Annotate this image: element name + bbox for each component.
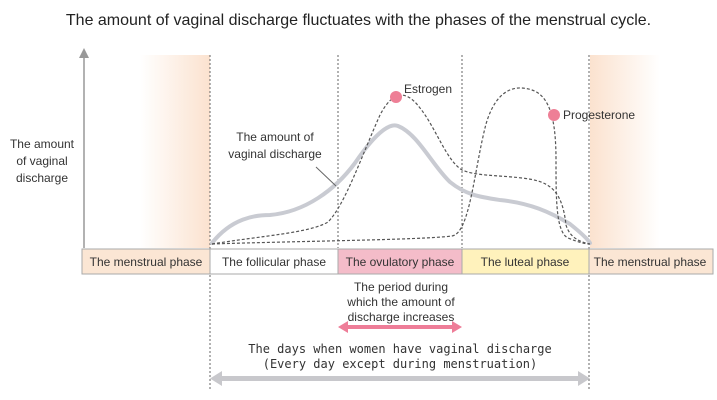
ovulatory-period-arrow [338,321,462,333]
diagram-title: The amount of vaginal discharge fluctuat… [65,12,652,29]
estrogen-label: Estrogen [404,82,453,96]
curve-label-line-2: vaginal discharge [228,147,322,161]
phase-cell-menstrual-1 [81,248,211,275]
menstrual-shade-left [140,55,210,248]
progesterone-curve [211,87,591,245]
phase-label-menstrual-2: The menstrual phase [594,255,707,269]
y-axis-label-line-3: discharge [15,171,69,185]
ovulatory-note: The period during which the amount of di… [328,280,474,325]
phase-label-follicular: The follicular phase [222,255,326,269]
phase-label-luteal: The luteal phase [481,255,570,269]
phase-cell-ovulatory [337,248,463,275]
phase-label-ovulatory: The ovulatory phase [346,255,455,269]
progesterone-label: Progesterone [563,108,636,122]
phase-band [81,248,714,275]
phase-cell-luteal [461,248,590,275]
ovulatory-note-line-1: The period during [353,280,449,294]
progesterone-marker [548,109,560,121]
discharge-days-note: The days when women have vaginal dischar… [210,342,590,372]
y-axis-label-line-1: The amount [9,137,75,151]
phase-label-menstrual-1: The menstrual phase [90,255,203,269]
estrogen-curve [211,94,591,245]
phase-cell-menstrual-2 [588,248,714,275]
discharge-days-line-2: (Every day except during menstruation) [262,357,538,371]
estrogen-marker [390,91,402,103]
ovulatory-note-line-2: which the amount of [347,295,455,309]
discharge-days-arrow [210,371,590,386]
curve-label-line-1: The amount of [236,130,314,144]
y-axis-arrowhead [79,48,89,58]
curve-label-leader [315,166,337,187]
menstrual-shade-right [590,55,660,248]
discharge-days-line-1: The days when women have vaginal dischar… [248,342,552,356]
y-axis-label: The amount of vaginal discharge [2,136,82,187]
ovulatory-note-line-3: discharge increases [347,310,455,324]
curve-label: The amount of vaginal discharge [212,129,338,163]
phase-dividers [209,55,590,390]
y-axis-label-line-2: of vaginal [16,154,68,168]
